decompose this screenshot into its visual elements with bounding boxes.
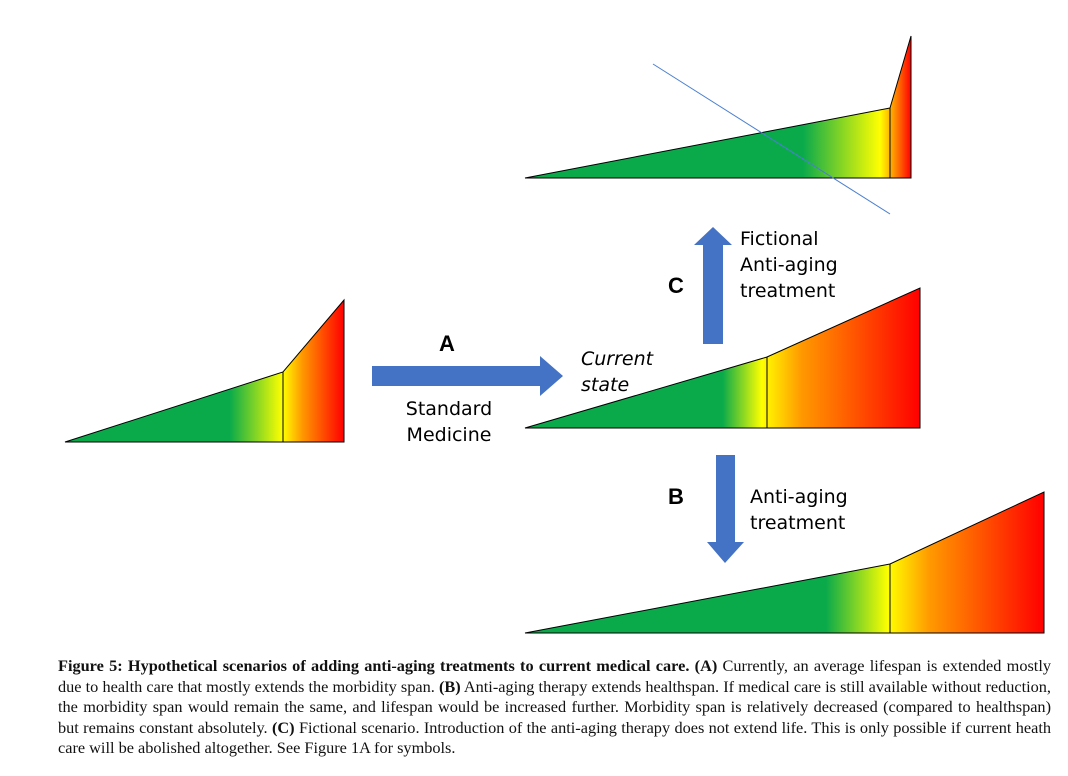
figure-caption: Figure 5: Hypothetical scenarios of addi… bbox=[58, 656, 1051, 759]
label-letter-c: C bbox=[668, 273, 684, 298]
current-state-line2: state bbox=[581, 374, 630, 396]
anti-aging-lifespan-shape bbox=[524, 491, 1045, 634]
anti-aging-treatment-label: Anti-aging treatment bbox=[750, 484, 848, 536]
caption-ref-a: (A) bbox=[694, 656, 718, 675]
caption-text-a: Currently, an average lifespan is extend… bbox=[58, 656, 1051, 696]
arrow-a-right bbox=[372, 356, 563, 396]
fictional-treatment-label: Fictional Anti-aging treatment bbox=[740, 226, 838, 304]
current-state-lifespan-shape bbox=[524, 287, 921, 429]
caption-ref-b: (B) bbox=[438, 676, 461, 696]
standard-medicine-line1: Standard bbox=[405, 398, 493, 420]
fictional-line3: treatment bbox=[740, 280, 836, 302]
anti-aging-line2: treatment bbox=[750, 512, 846, 534]
arrow-c-up bbox=[694, 227, 732, 344]
current-state-label: Current state bbox=[581, 346, 653, 398]
current-state-line1: Current bbox=[581, 348, 654, 370]
standard-medicine-line2: Medicine bbox=[406, 424, 492, 446]
fictional-strike-line bbox=[652, 63, 891, 215]
fictional-line1: Fictional bbox=[740, 228, 819, 250]
lifespan-diagram bbox=[64, 35, 1045, 634]
caption-ref-c: (C) bbox=[271, 717, 295, 737]
fictional-lifespan-shape bbox=[524, 35, 912, 179]
fictional-line2: Anti-aging bbox=[740, 254, 838, 276]
anti-aging-line1: Anti-aging bbox=[750, 486, 848, 508]
caption-title: Figure 5: Hypothetical scenarios of addi… bbox=[58, 656, 690, 675]
arrow-b-down bbox=[707, 455, 744, 563]
caption-text-c: Fictional scenario. Introduction of the … bbox=[58, 717, 1051, 758]
label-letter-a: A bbox=[439, 331, 455, 356]
caption-text-b: Anti-aging therapy extends healthspan. I… bbox=[58, 676, 1052, 737]
baseline-lifespan-shape bbox=[64, 298, 345, 443]
label-letter-b: B bbox=[668, 484, 684, 509]
standard-medicine-label: Standard Medicine bbox=[402, 396, 496, 448]
